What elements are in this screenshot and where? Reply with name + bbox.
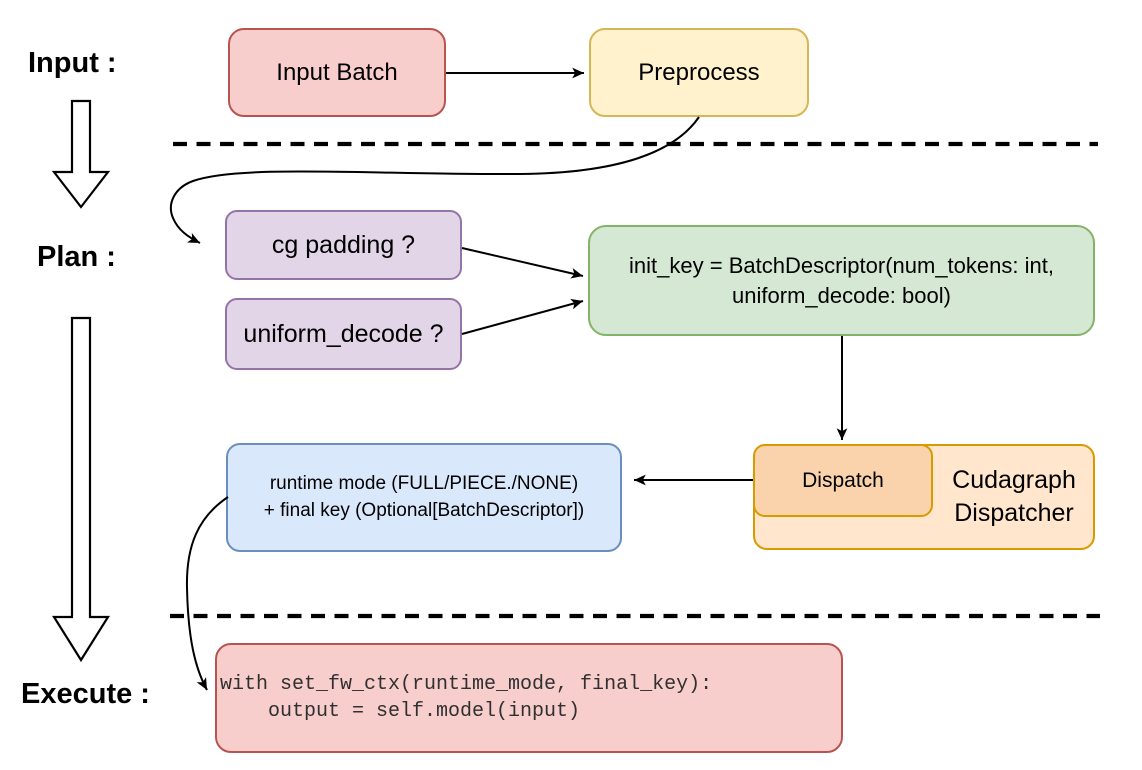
stage-label-execute: Execute : xyxy=(21,678,150,710)
node-init-key: init_key = BatchDescriptor(num_tokens: i… xyxy=(588,225,1095,336)
node-cg-padding: cg padding ? xyxy=(225,210,462,280)
node-dispatch: Dispatch xyxy=(753,444,933,517)
node-uniform-decode-label: uniform_decode ? xyxy=(243,319,444,348)
stage-label-input: Input : xyxy=(28,47,117,79)
input-to-plan-arrow-icon xyxy=(51,99,111,209)
node-cudagraph-dispatcher-line1: Cudagraph xyxy=(952,466,1076,494)
node-runtime-result-line2: + final key (Optional[BatchDescriptor]) xyxy=(263,499,585,521)
node-input-batch-label: Input Batch xyxy=(276,58,398,86)
node-uniform-decode: uniform_decode ? xyxy=(225,298,462,370)
node-execute-code-line1: with set_fw_ctx(runtime_mode, final_key)… xyxy=(220,673,713,696)
node-cudagraph-dispatcher-label: Cudagraph Dispatcher xyxy=(933,444,1095,550)
node-cudagraph-dispatcher-line2: Dispatcher xyxy=(954,499,1074,527)
node-init-key-line1: init_key = BatchDescriptor(num_tokens: i… xyxy=(629,252,1054,278)
connector-cg-padding-to-init-key xyxy=(461,247,584,279)
node-input-batch: Input Batch xyxy=(228,28,446,117)
connector-uniform-decode-to-init-key xyxy=(461,298,584,335)
node-init-key-line2: uniform_decode: bool) xyxy=(732,282,951,308)
node-preprocess: Preprocess xyxy=(589,28,809,117)
node-runtime-result-line1: runtime mode (FULL/PIECE./NONE) xyxy=(269,473,579,495)
node-runtime-result: runtime mode (FULL/PIECE./NONE) + final … xyxy=(226,443,622,552)
node-execute-code: with set_fw_ctx(runtime_mode, final_key)… xyxy=(215,643,843,753)
node-execute-code-line2: output = self.model(input) xyxy=(220,700,581,723)
plan-to-execute-arrow-icon xyxy=(52,316,110,663)
stage-label-plan: Plan : xyxy=(37,241,116,273)
node-cg-padding-label: cg padding ? xyxy=(271,230,416,259)
node-preprocess-label: Preprocess xyxy=(638,58,760,86)
node-dispatch-label: Dispatch xyxy=(802,468,884,492)
